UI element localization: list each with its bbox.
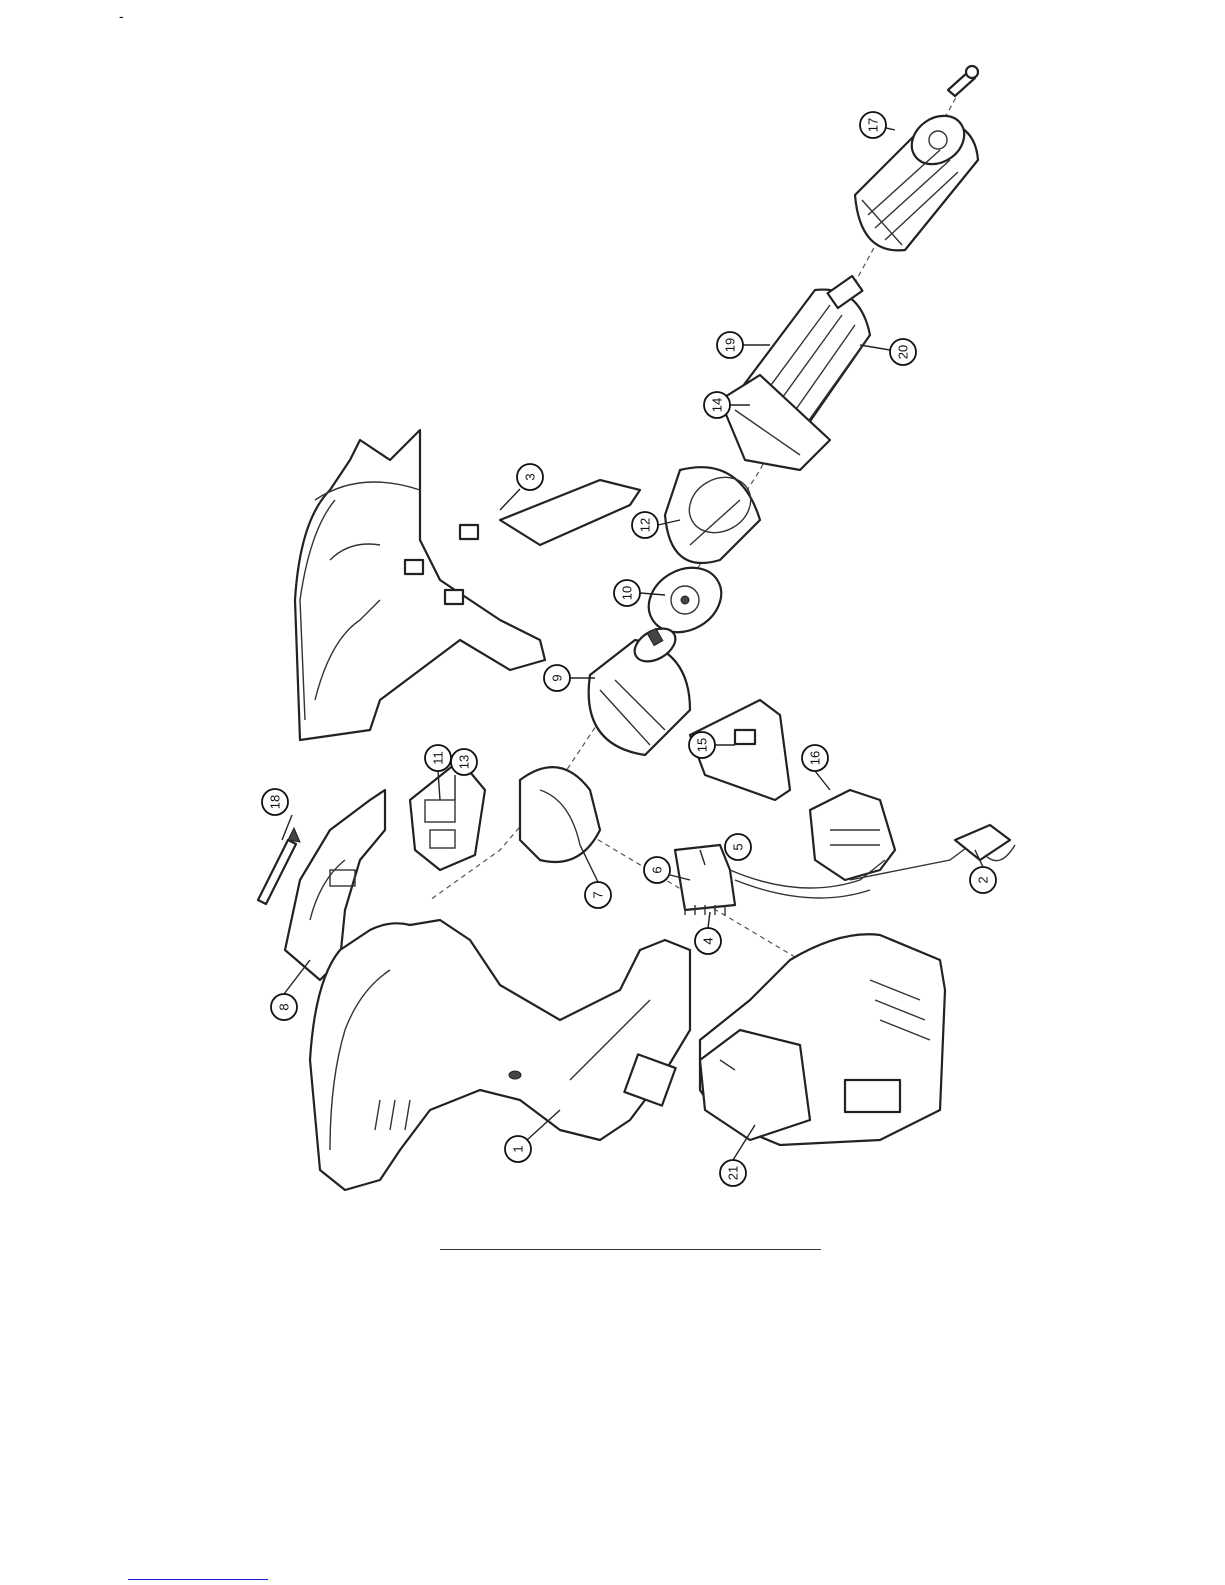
callout-15-label: 15 [695,738,710,752]
horizontal-rule [440,1249,821,1250]
callout-2-label: 2 [976,876,991,883]
callout-5: 5 [725,834,751,860]
callout-14-label: 14 [710,398,725,412]
callout-3: 3 [517,464,543,490]
chuck-screw [948,66,978,96]
callout-4-label: 4 [701,937,716,944]
callout-12: 12 [632,512,658,538]
callout-11-label: 11 [431,751,446,765]
callout-10: 10 [614,580,640,606]
callout-9-label: 9 [550,674,565,681]
callout-19-label: 19 [723,338,738,352]
callout-14: 14 [704,392,730,418]
callout-13: 13 [451,749,477,775]
trigger-switch [410,760,485,870]
screwdriver-bit [258,828,300,904]
callout-11: 11 [425,745,451,771]
callout-9: 9 [544,665,570,691]
ring-gear-housing [665,466,761,563]
battery-contact-clip [955,825,1015,861]
callout-10-label: 10 [620,586,635,600]
callout-1-label: 1 [511,1145,526,1152]
callout-5-label: 5 [731,843,746,850]
callout-6-label: 6 [650,866,665,873]
callout-21-label: 21 [726,1166,741,1180]
callout-12-label: 12 [638,518,653,532]
callout-17-label: 17 [866,118,881,132]
footer-link-underline[interactable] [128,1579,268,1580]
motor-clamp [520,767,600,862]
callout-20-label: 20 [896,345,911,359]
battery-pack [700,934,945,1145]
callout-15: 15 [689,732,715,758]
callout-4: 4 [695,928,721,954]
callout-19: 19 [717,332,743,358]
main-drill-body [310,920,690,1190]
callout-8: 8 [271,994,297,1020]
callout-20: 20 [890,339,916,365]
callout-8-label: 8 [277,1003,292,1010]
callout-6: 6 [644,857,670,883]
callout-21: 21 [720,1160,746,1186]
callout-2: 2 [970,867,996,893]
dc-motor [589,622,690,755]
callout-18: 18 [262,789,288,815]
callout-16: 16 [802,745,828,771]
callout-7-label: 7 [591,891,606,898]
callout-17: 17 [860,112,886,138]
callout-1: 1 [505,1136,531,1162]
callout-3-label: 3 [523,473,538,480]
callout-16-label: 16 [808,751,823,765]
callout-13-label: 13 [457,755,472,769]
callout-7: 7 [585,882,611,908]
callout-18-label: 18 [268,795,283,809]
